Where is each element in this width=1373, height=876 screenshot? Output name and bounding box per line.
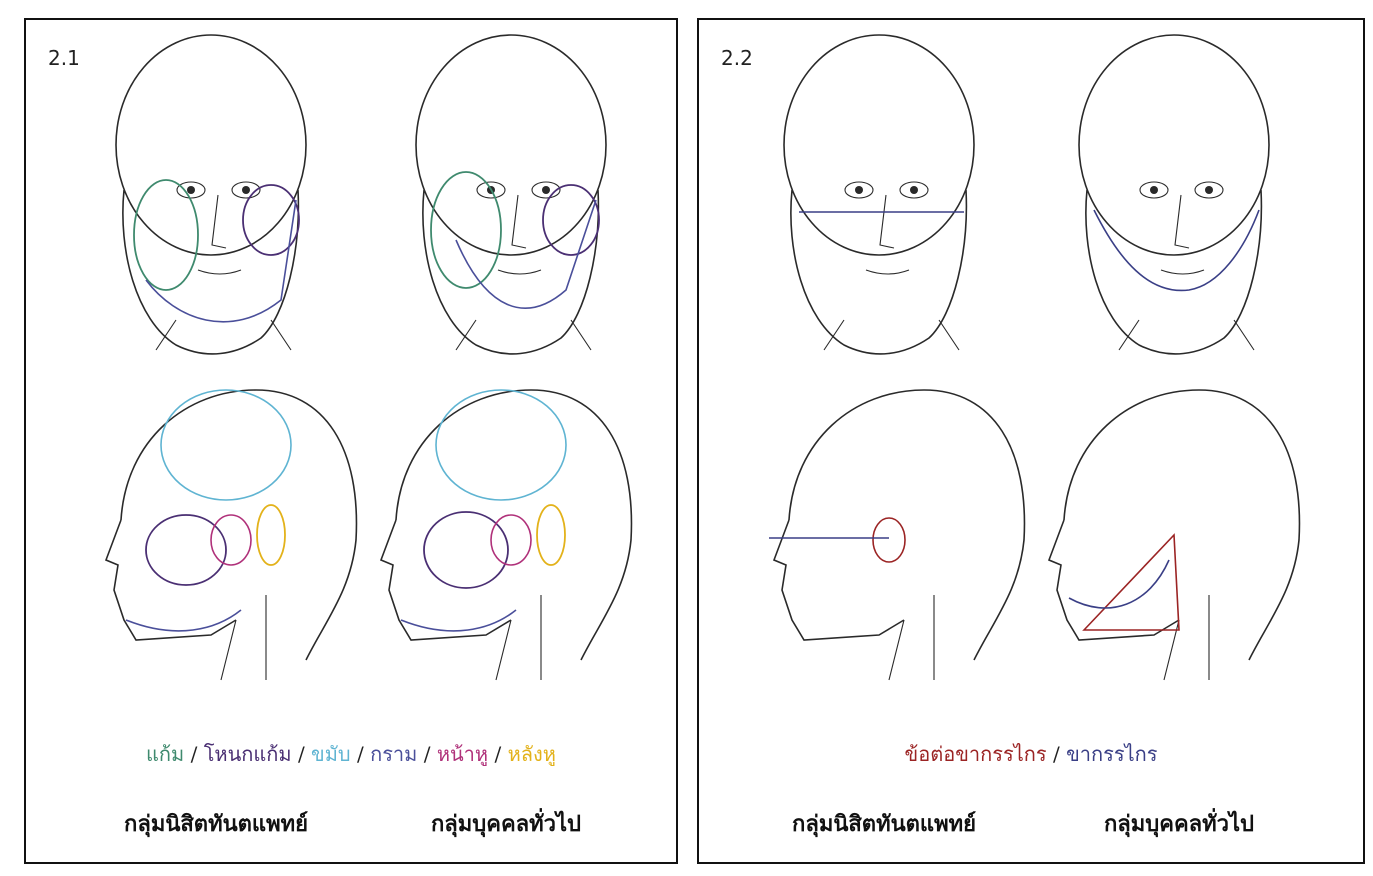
legend-item-jaw: ขากรรไกร — [1066, 742, 1157, 766]
front-face-general-public — [416, 35, 606, 354]
legend-item-jaw-joint: ข้อต่อขากรรไกร — [905, 742, 1047, 766]
front-face-dental-students — [116, 35, 306, 354]
legend-item-cheek: แก้ม — [146, 742, 184, 766]
legend-separator: / — [1053, 742, 1066, 766]
group-label-dental-students: กลุ่มนิสิตทันตแพทย์ — [754, 806, 1014, 841]
side-face-general-public — [1049, 390, 1299, 680]
side-face-dental-students — [769, 390, 1024, 680]
side-face-dental-students — [106, 390, 356, 680]
front-face-general-public — [1079, 35, 1269, 354]
legend-separator: / — [191, 742, 204, 766]
group-label-dental-students: กลุ่มนิสิตทันตแพทย์ — [86, 806, 346, 841]
panel-2-1: 2.1 — [24, 18, 678, 864]
panel-2-2-figures — [699, 20, 1363, 862]
panel-2-2: 2.2 — [697, 18, 1365, 864]
front-face-dental-students — [784, 35, 974, 354]
legend-item-temple: ขมับ — [311, 742, 351, 766]
legend-2-2: ข้อต่อขากรรไกร / ขากรรไกร — [699, 738, 1363, 770]
group-label-general-public: กลุ่มบุคคลทั่วไป — [376, 806, 636, 841]
legend-item-behind-ear: หลังหู — [508, 742, 556, 766]
legend-separator: / — [424, 742, 437, 766]
panel-2-1-figures — [26, 20, 676, 862]
legend-item-cheekbone: โหนกแก้ม — [204, 742, 292, 766]
legend-separator: / — [494, 742, 507, 766]
legend-item-jaw: กราม — [370, 742, 417, 766]
group-label-general-public: กลุ่มบุคคลทั่วไป — [1049, 806, 1309, 841]
legend-item-front-ear: หน้าหู — [437, 742, 488, 766]
legend-2-1: แก้ม / โหนกแก้ม / ขมับ / กราม / หน้าหู /… — [26, 738, 676, 770]
side-face-general-public — [381, 390, 631, 680]
legend-separator: / — [298, 742, 311, 766]
legend-separator: / — [357, 742, 370, 766]
